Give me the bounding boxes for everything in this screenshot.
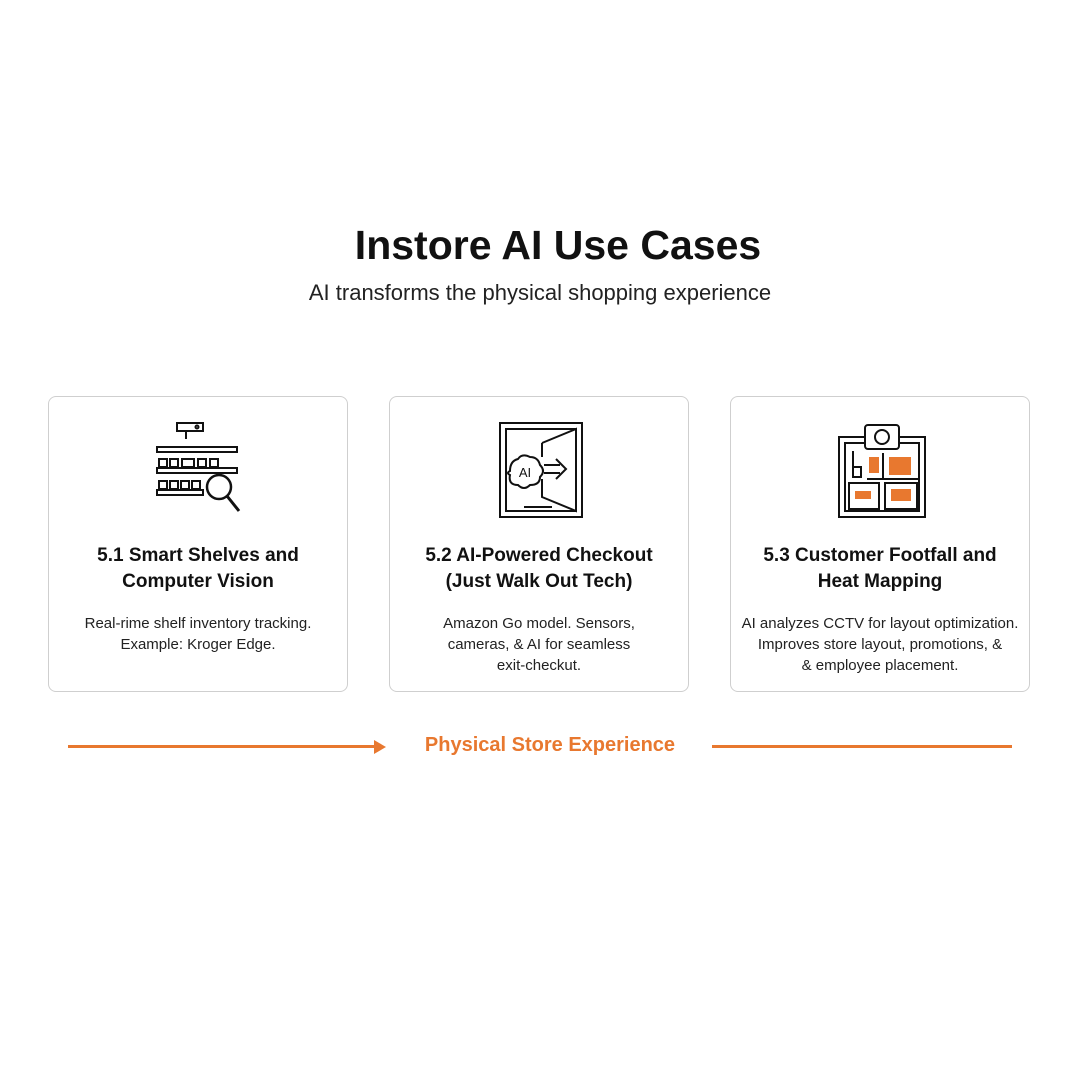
card-desc-line: Improves store layout, promotions, & xyxy=(757,636,1003,653)
page-subtitle: AI transforms the physical shopping expe… xyxy=(308,280,772,305)
svg-text:AI: AI xyxy=(519,465,531,480)
card-desc-line: & employee placement. xyxy=(801,657,959,674)
smart-shelf-magnifier-icon xyxy=(156,422,241,512)
card-title-line: 5.2 AI-Powered Checkout xyxy=(425,545,653,566)
card-desc-line: AI analyzes CCTV for layout optimization… xyxy=(741,615,1019,632)
card-title-line: (Just Walk Out Tech) xyxy=(445,571,633,592)
card-ai-checkout: AI 5.2 AI-Powered Checkout (Just Walk Out… xyxy=(389,396,689,692)
store-map-camera-icon xyxy=(838,424,926,518)
card-desc-line: exit-checkut. xyxy=(496,657,582,674)
flow-indicator: Physical Store Experience xyxy=(0,734,1080,760)
card-desc-line: Real-rime shelf inventory tracking. xyxy=(84,615,312,632)
page-title: Instore AI Use Cases xyxy=(354,222,762,268)
flow-label: Physical Store Experience xyxy=(424,734,676,756)
ai-door-exit-icon: AI xyxy=(499,422,583,518)
card-title-line: Heat Mapping xyxy=(817,571,943,592)
card-title-line: 5.3 Customer Footfall and xyxy=(763,545,997,566)
flow-line-right xyxy=(712,745,1012,748)
card-title-line: 5.1 Smart Shelves and xyxy=(97,545,299,566)
card-title-line: Computer Vision xyxy=(122,571,274,592)
arrow-right-icon xyxy=(374,740,386,754)
card-desc-line: Amazon Go model. Sensors, xyxy=(443,615,635,632)
card-desc-line: cameras, & AI for seamless xyxy=(447,636,631,653)
flow-line-left xyxy=(68,745,378,748)
card-desc-line: Example: Kroger Edge. xyxy=(120,636,276,653)
